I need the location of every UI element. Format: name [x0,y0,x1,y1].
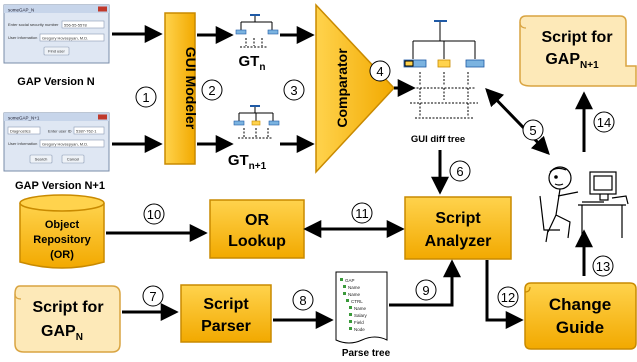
step-14-circle: 14 [593,111,615,133]
svg-text:4: 4 [376,64,383,79]
step-1-circle: 1 [135,86,157,108]
svg-text:Analyzer: Analyzer [425,233,492,250]
svg-text:Name: Name [348,285,361,290]
svg-text:Lookup: Lookup [228,233,286,250]
svg-text:Gregory Hovsepyan, M.D.: Gregory Hovsepyan, M.D. [42,142,88,147]
svg-text:556-55-5578: 556-55-5578 [64,23,87,28]
script-analyzer-box: Script Analyzer [404,196,512,260]
script-gap-n1-line2: GAPN+1 [545,51,599,71]
svg-text:Diagnostics: Diagnostics [10,129,31,134]
gt-n1-tree [233,105,280,139]
svg-text:User information: User information [8,141,37,146]
svg-text:Script: Script [435,210,481,227]
svg-text:Name: Name [348,292,361,297]
gui-modeler-box: GUI Modeler [164,12,199,165]
svg-text:Gregory Hovsepyan, M.D.: Gregory Hovsepyan, M.D. [42,36,88,41]
svg-text:Node: Node [354,327,365,332]
gap-n-window-title: someGAP_N [8,8,34,13]
svg-text:12: 12 [501,290,515,305]
step-2-circle: 2 [201,79,223,101]
svg-text:OR: OR [245,212,269,229]
svg-text:5: 5 [529,123,536,138]
script-gap-n-scroll: Script for GAPN [14,285,121,353]
script-parser-box: Script Parser [180,284,272,343]
search-button [29,154,53,164]
svg-text:User information: User information [8,35,37,40]
svg-text:1: 1 [142,90,149,105]
svg-text:Field: Field [354,320,364,325]
script-gap-n1-line1: Script for [541,29,612,46]
svg-text:Parser: Parser [201,318,251,335]
svg-text:(OR): (OR) [50,249,74,261]
svg-text:Repository: Repository [33,234,91,246]
gui-diff-tree-label: GUI diff tree [411,134,465,145]
step-10-circle: 10 [143,203,165,225]
step-4-circle: 4 [369,60,391,82]
developer-at-computer-icon [539,166,629,243]
gap-n-window: someGAP_N Enter social security number 5… [3,4,110,64]
cancel-button [61,154,85,164]
svg-text:9: 9 [422,283,429,298]
svg-text:Cancel: Cancel [67,157,80,162]
parse-tree-document: GAP Name Name CTRL Name Salary Field Nod… [335,271,388,344]
gui-diff-tree [403,20,485,119]
svg-text:Name: Name [354,306,367,311]
step-7-circle: 7 [142,285,164,307]
svg-text:6: 6 [456,164,463,179]
svg-text:14: 14 [597,115,611,130]
svg-text:8: 8 [299,293,306,308]
svg-text:Enter social security number: Enter social security number [8,22,59,27]
change-guide-scroll: Change Guide [524,282,637,350]
step-6-circle: 6 [449,160,471,182]
find-user-button [43,46,70,56]
svg-text:Salary: Salary [354,313,368,318]
svg-text:Guide: Guide [556,318,604,337]
gap-n1-window: someGAP_N+1 Diagnostics Enter user ID 53… [3,112,110,172]
or-lookup-box: OR Lookup [209,199,305,259]
svg-text:Find user: Find user [48,49,65,54]
script-gap-n1-scroll: Script for GAPN+1 [519,15,637,87]
svg-text:GAP: GAP [345,278,355,283]
parse-tree-label: Parse tree [342,348,391,359]
svg-text:2: 2 [208,83,215,98]
gt-n-label: GTn [239,53,266,73]
svg-text:GAPN: GAPN [41,323,83,343]
svg-text:10: 10 [147,207,161,222]
comparator-label: Comparator [334,48,350,128]
svg-text:Script for: Script for [32,299,103,316]
object-repository-cylinder: Object Repository (OR) [19,194,105,269]
svg-text:Object: Object [45,219,80,231]
step-8-circle: 8 [292,289,314,311]
svg-text:13: 13 [596,259,610,274]
comparator-shape: Comparator [315,3,396,174]
gt-n1-label: GTn+1 [228,152,267,172]
step-13-circle: 13 [592,255,614,277]
svg-text:Enter user ID: Enter user ID [48,129,72,134]
svg-text:5387-762-1: 5387-762-1 [76,129,97,134]
step-5-circle: 5 [522,119,544,141]
gap-version-n1-label: GAP Version N+1 [15,180,105,192]
step-3-circle: 3 [283,79,305,101]
svg-text:Search: Search [35,157,48,162]
svg-text:11: 11 [355,206,369,221]
svg-text:7: 7 [149,289,156,304]
step-11-circle: 11 [351,202,373,224]
svg-text:Change: Change [549,295,611,314]
step-12-circle: 12 [497,286,519,308]
svg-text:CTRL: CTRL [351,299,363,304]
gap-version-n-label: GAP Version N [17,76,94,88]
gap-n1-window-title: someGAP_N+1 [8,116,40,121]
svg-text:Script: Script [203,296,249,313]
gui-modeler-label: GUI Modeler [183,47,199,130]
svg-text:3: 3 [290,83,297,98]
step-9-circle: 9 [415,279,437,301]
gt-n-tree [235,14,279,48]
